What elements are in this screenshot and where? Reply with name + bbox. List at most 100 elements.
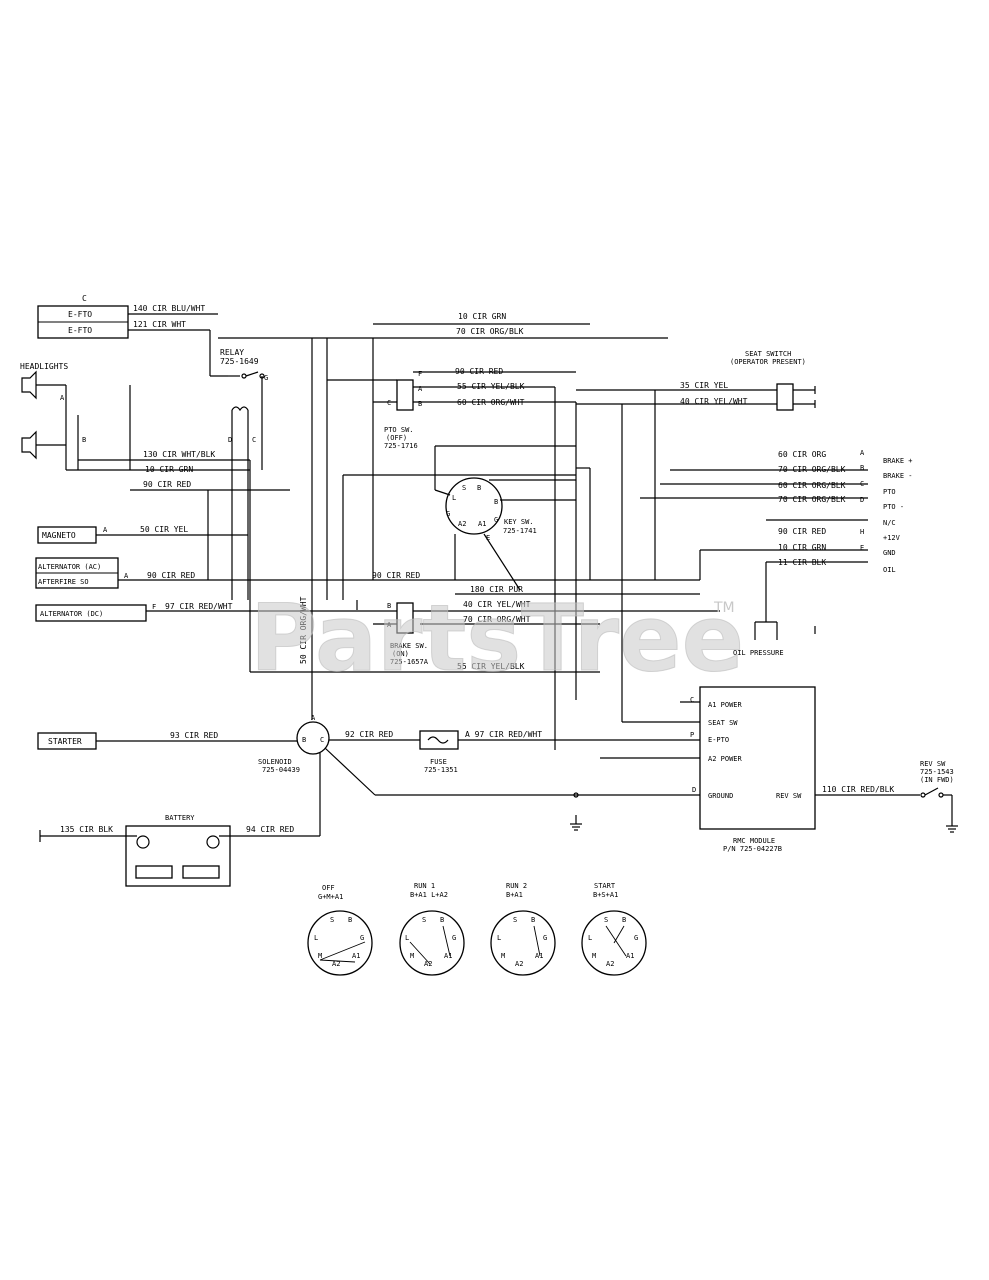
rmc-pin-epto: E-PTO xyxy=(708,736,729,744)
rmc-part-number: P/N 725-04227B xyxy=(723,845,782,853)
wire-70-top-label: 70 CIR ORG/BLK xyxy=(456,327,524,336)
wire-97-label: 97 CIR RED/WHT xyxy=(165,602,233,611)
alternator-dc-box xyxy=(35,604,147,622)
svg-text:E: E xyxy=(860,544,864,552)
headlights-label: HEADLIGHTS xyxy=(20,362,68,371)
wire-92-label: 92 CIR RED xyxy=(345,730,393,739)
svg-text:B: B xyxy=(622,916,626,924)
svg-text:G: G xyxy=(264,374,268,382)
key-switch: S B L B G G A2 A1 E KEY SW. 725-1741 xyxy=(445,477,537,542)
svg-text:B: B xyxy=(302,736,306,744)
svg-text:F: F xyxy=(418,370,422,378)
svg-text:B: B xyxy=(860,464,864,472)
rev-switch-state: (IN FWD) xyxy=(920,776,954,784)
svg-text:B: B xyxy=(348,916,352,924)
wire-70b-label: 70 CIR ORG/WHT xyxy=(463,615,531,624)
svg-text:S: S xyxy=(604,916,608,924)
svg-text:G: G xyxy=(494,516,498,524)
wire-110-label: 110 CIR RED/BLK xyxy=(822,785,894,794)
pto-switch-state: (OFF) xyxy=(386,434,407,442)
solenoid-label: SOLENOID xyxy=(258,758,292,766)
brake-switch: B A BRAKE SW. (ON) 725-1657A xyxy=(387,602,429,666)
headlight-icon xyxy=(21,370,37,460)
svg-text:PTO: PTO xyxy=(883,488,896,496)
svg-text:N/C: N/C xyxy=(883,519,896,527)
svg-text:OFF: OFF xyxy=(322,884,335,892)
seat-switch-label: SEAT SWITCH xyxy=(745,350,791,358)
epto-connector: C E-FTO E-FTO xyxy=(37,294,129,339)
svg-text:A2: A2 xyxy=(332,960,340,968)
fuse-label: FUSE xyxy=(430,758,447,766)
wire-93-label: 93 CIR RED xyxy=(170,731,218,740)
rmc-pin-ground: GROUND xyxy=(708,792,733,800)
svg-text:L: L xyxy=(588,934,592,942)
wire-90-red-a-label: 90 CIR RED xyxy=(455,367,503,376)
svg-text:B: B xyxy=(440,916,444,924)
svg-text:E: E xyxy=(486,534,490,542)
pto-switch-label: PTO SW. xyxy=(384,426,414,434)
svg-text:B: B xyxy=(418,400,422,408)
svg-text:START: START xyxy=(594,882,616,890)
solenoid: A B C SOLENOID 725-04439 xyxy=(258,714,330,774)
svg-text:C: C xyxy=(320,736,324,744)
svg-text:S: S xyxy=(330,916,334,924)
svg-text:RUN 1: RUN 1 xyxy=(414,882,435,890)
key-switch-part-number: 725-1741 xyxy=(503,527,537,535)
brake-switch-part-number: 725-1657A xyxy=(390,658,429,666)
relay: RELAY 725-1649 G D C xyxy=(220,348,268,600)
svg-text:BRAKE -: BRAKE - xyxy=(883,472,913,480)
alternator-ac: ALTERNATOR (AC) AFTERFIRE SO xyxy=(35,557,119,589)
epto-label-1: E-FTO xyxy=(68,310,92,319)
svg-text:A: A xyxy=(60,394,65,402)
wire-a97-label: A 97 CIR RED/WHT xyxy=(465,730,542,739)
wire-40b-label: 40 CIR YEL/WHT xyxy=(463,600,531,609)
svg-text:G: G xyxy=(634,934,638,942)
battery: BATTERY xyxy=(125,814,231,887)
wire-140-label: 140 CIR BLU/WHT xyxy=(133,304,205,313)
conn-wire-90-label: 90 CIR RED xyxy=(778,527,826,536)
wire-40-label: 40 CIR YEL/WHT xyxy=(680,397,748,406)
alternator-ac-label: ALTERNATOR (AC) xyxy=(38,563,101,571)
rmc-module-label: RMC MODULE xyxy=(733,837,775,845)
seat-switch-sublabel: (OPERATOR PRESENT) xyxy=(730,358,806,366)
svg-text:A2: A2 xyxy=(424,960,432,968)
svg-text:D: D xyxy=(692,786,696,794)
svg-text:A1: A1 xyxy=(535,952,543,960)
wire-121-label: 121 CIR WHT xyxy=(133,320,186,329)
afterfire-label: AFTERFIRE SO xyxy=(38,578,89,586)
svg-text:S: S xyxy=(422,916,426,924)
solenoid-part-number: 725-04439 xyxy=(262,766,300,774)
svg-text:P: P xyxy=(690,731,694,739)
harness-connector: 60 CIR ORG 70 CIR ORG/BLK 60 CIR ORG/BLK… xyxy=(640,449,913,574)
svg-text:B+A1 L+A2: B+A1 L+A2 xyxy=(410,891,448,899)
svg-text:A2: A2 xyxy=(458,520,466,528)
svg-text:A: A xyxy=(418,385,423,393)
wire-55-label: 55 CIR YEL/BLK xyxy=(457,382,525,391)
rmc-pin-a1: A1 POWER xyxy=(708,701,743,709)
wire-50v-label: 50 CIR ORG/WHT xyxy=(299,596,308,664)
wire-35-label: 35 CIR YEL xyxy=(680,381,728,390)
svg-text:C: C xyxy=(387,399,391,407)
svg-text:A1: A1 xyxy=(478,520,486,528)
svg-text:A1: A1 xyxy=(626,952,634,960)
svg-text:D: D xyxy=(860,496,864,504)
svg-text:F: F xyxy=(152,603,156,611)
watermark-tm: TM xyxy=(713,600,735,616)
svg-text:M: M xyxy=(318,952,322,960)
svg-text:M: M xyxy=(410,952,414,960)
svg-text:G: G xyxy=(360,934,364,942)
rmc-pin-rev: REV SW xyxy=(776,792,802,800)
svg-text:GND: GND xyxy=(883,549,896,557)
svg-text:B: B xyxy=(494,498,498,506)
wire-130-label: 130 CIR WHT/BLK xyxy=(143,450,215,459)
svg-text:B: B xyxy=(387,602,391,610)
conn-wire-11-label: 11 CIR BLK xyxy=(778,558,826,567)
magneto-label: MAGNETO xyxy=(42,531,76,540)
wire-10-top-label: 10 CIR GRN xyxy=(458,312,506,321)
svg-text:A1: A1 xyxy=(444,952,452,960)
wire-10-grn-label: 10 CIR GRN xyxy=(145,465,193,474)
svg-text:M: M xyxy=(592,952,596,960)
wire-50-label: 50 CIR YEL xyxy=(140,525,188,534)
fuse: FUSE 725-1351 xyxy=(419,730,459,774)
